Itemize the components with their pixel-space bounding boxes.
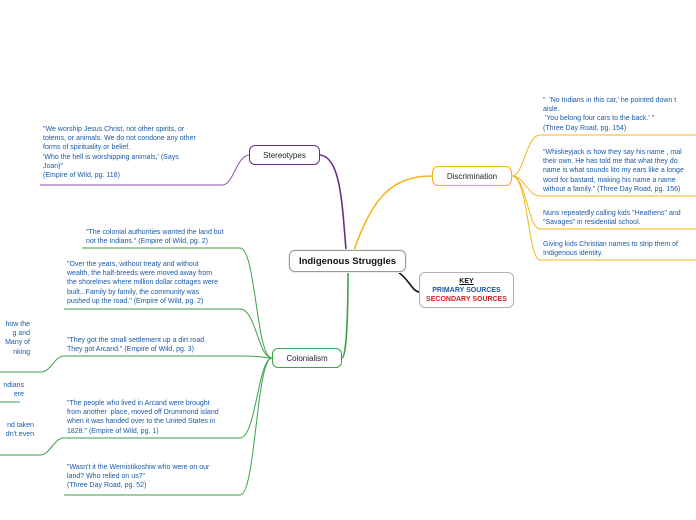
connector-discrimination-q4 xyxy=(511,175,696,261)
key-secondary-sources: SECONDARY SOURCES xyxy=(426,295,507,303)
connector-side-note-1 xyxy=(0,355,65,373)
branch-colonialism[interactable]: Colonialism xyxy=(272,348,342,368)
branch-stereotypes[interactable]: Stereotypes xyxy=(249,145,320,165)
connector-colonialism-q1 xyxy=(82,247,273,359)
key-primary-sources: PRIMARY SOURCES xyxy=(432,286,501,294)
colonialism-side-note-2[interactable]: ndians ere xyxy=(3,382,24,399)
discrimination-quote-3[interactable]: Nuns repeatedly calling kids "Heathens" … xyxy=(543,210,681,227)
colonialism-quote-3[interactable]: "They got the small settlement up a dirt… xyxy=(67,337,207,354)
colonialism-quote-2[interactable]: "Over the years, without treaty and with… xyxy=(67,261,218,305)
central-topic-label: Indigenous Struggles xyxy=(298,255,397,267)
branch-discrimination[interactable]: Discrimination xyxy=(432,166,512,186)
connector-colonialism xyxy=(341,271,349,359)
connector-side-note-2 xyxy=(0,437,65,456)
connector-discrimination-q1 xyxy=(511,134,696,177)
stereotypes-quote-1[interactable]: "We worship Jesus Christ, not other spir… xyxy=(43,126,196,180)
connector-stereotypes xyxy=(319,154,347,251)
connector-key xyxy=(397,271,421,293)
colonialism-quote-1[interactable]: "The colonial authorities wanted the lan… xyxy=(86,229,224,246)
connector-colonialism-q2 xyxy=(64,308,273,359)
discrimination-quote-2[interactable]: "Whiskeyjack is how they say his name , … xyxy=(543,149,684,193)
branch-colonialism-label: Colonialism xyxy=(286,353,328,363)
connector-colonialism-q5 xyxy=(64,357,273,496)
key-legend[interactable]: KEY PRIMARY SOURCES SECONDARY SOURCES xyxy=(419,272,514,308)
colonialism-side-note-1[interactable]: how the g and Many of nking xyxy=(5,321,30,356)
colonialism-quote-4[interactable]: "The people who lived in Arcand were bro… xyxy=(67,400,219,435)
central-topic[interactable]: Indigenous Struggles xyxy=(289,250,406,272)
discrimination-quote-4[interactable]: Giving kids Christian names to strip the… xyxy=(543,241,678,258)
discrimination-quote-1[interactable]: " 'No Indians in this car,' he pointed d… xyxy=(543,97,677,132)
branch-stereotypes-label: Stereotypes xyxy=(263,150,306,160)
colonialism-quote-5[interactable]: "Wasn't it the Wemistikoshiw who were on… xyxy=(67,464,210,490)
colonialism-side-note-3[interactable]: nd taken dn't even xyxy=(5,422,34,439)
connector-discrimination xyxy=(353,175,433,251)
branch-discrimination-label: Discrimination xyxy=(446,171,498,181)
key-heading: KEY xyxy=(459,277,474,285)
connector-colonialism-q3 xyxy=(64,355,273,359)
connector-stereotypes-quote xyxy=(40,154,251,186)
